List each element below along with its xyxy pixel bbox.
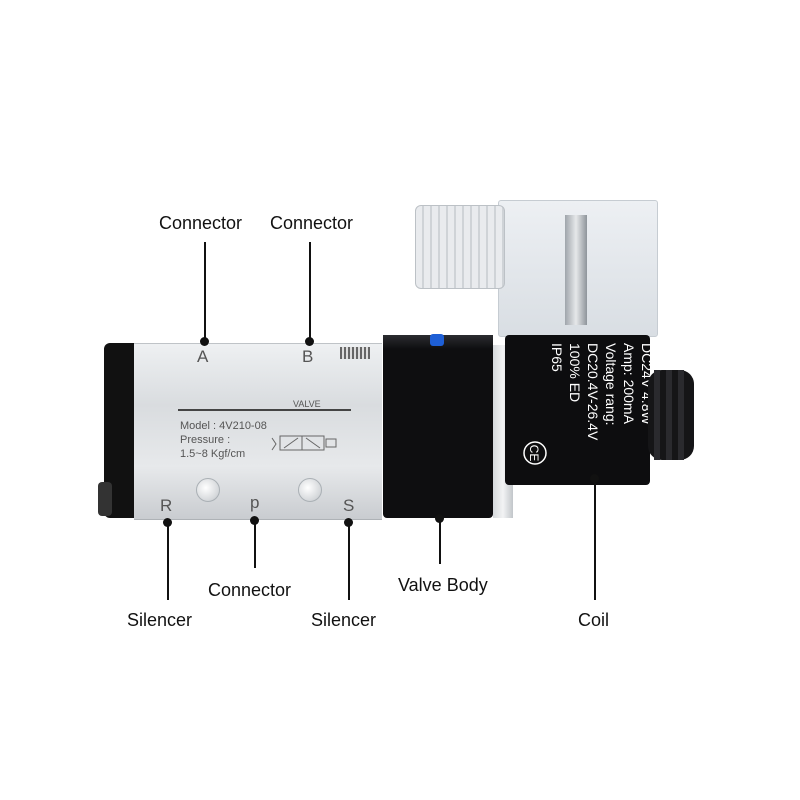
valve-symbol-icon — [271, 435, 337, 451]
coil-voltage-range: DC20.4V-26.4V — [585, 343, 601, 441]
coil-ip-rating: IP65 — [549, 343, 565, 372]
leader-valve-body — [439, 518, 441, 564]
leader-coil — [594, 478, 596, 600]
nameplate-pressure-label: Pressure : — [180, 434, 231, 446]
leader-dot-silencer-s — [344, 518, 353, 527]
coil-duty-cycle: 100% ED — [567, 343, 583, 402]
coil-rating-current: Amp: 200mA — [621, 343, 637, 425]
port-hole-s — [298, 478, 322, 502]
port-hole-r — [196, 478, 220, 502]
nameplate-pressure-value: 1.5~8 Kgf/cm — [180, 448, 246, 460]
port-label-s: S — [343, 496, 355, 515]
leader-dot-connector-a — [200, 337, 209, 346]
nameplate-rule — [178, 409, 351, 411]
port-label-r: R — [160, 496, 173, 515]
cable-gland — [415, 205, 505, 289]
callout-silencer-s: Silencer — [311, 610, 377, 630]
leader-connector-b — [309, 242, 311, 342]
exhaust-grille — [340, 347, 370, 359]
callout-silencer-r: Silencer — [127, 610, 193, 630]
leader-dot-connector-b — [305, 337, 314, 346]
leader-connector-p — [254, 520, 256, 568]
end-cap-screw — [98, 482, 112, 516]
manual-override-button — [430, 334, 444, 346]
coil-voltage-range-label: Voltage rang: — [603, 343, 619, 426]
leader-silencer-r — [167, 522, 169, 600]
coil-rating-power: DC24V 4.8W — [639, 343, 650, 425]
pilot-block — [383, 335, 493, 518]
callout-connector-b: Connector — [270, 213, 354, 233]
callout-coil: Coil — [578, 610, 610, 630]
ce-mark-icon: CE — [527, 445, 541, 462]
leader-connector-a — [204, 242, 206, 342]
callout-connector-a: Connector — [159, 213, 243, 233]
port-label-p: p — [250, 493, 260, 512]
leader-dot-valve-body — [435, 514, 444, 523]
valve-body-plate — [134, 343, 382, 520]
leader-dot-coil — [590, 474, 599, 483]
leader-dot-connector-p — [250, 516, 259, 525]
leader-silencer-s — [348, 522, 350, 600]
coil-label-panel: DC24V 4.8W Amp: 200mA Voltage rang: DC20… — [523, 343, 650, 465]
nameplate-model: Model : 4V210-08 — [180, 420, 267, 432]
callout-valve-body: Valve Body — [398, 575, 488, 595]
port-label-b: B — [302, 347, 314, 366]
nameplate-brand: VALVE — [293, 399, 321, 409]
connector-pin — [565, 215, 587, 325]
coil-lock-nut — [648, 370, 694, 460]
solenoid-coil — [505, 335, 650, 485]
leader-dot-silencer-r — [163, 518, 172, 527]
callout-connector-p: Connector — [208, 580, 292, 600]
port-label-a: A — [197, 347, 209, 366]
